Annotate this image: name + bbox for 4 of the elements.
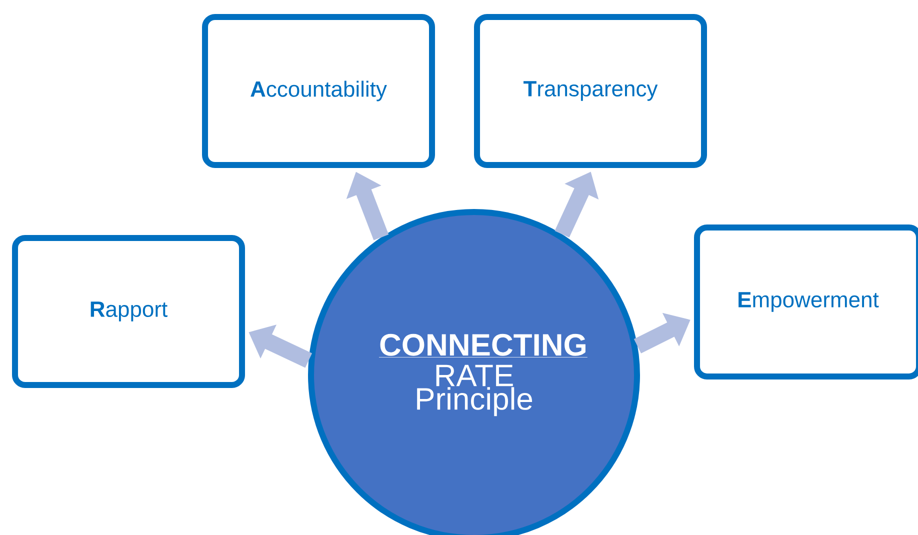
rounded-box: Accountability <box>202 14 435 168</box>
rounded-box: Rapport <box>12 235 245 388</box>
rounded-box: Transparency <box>474 14 707 168</box>
rounded-box: Empowerment <box>694 224 918 380</box>
